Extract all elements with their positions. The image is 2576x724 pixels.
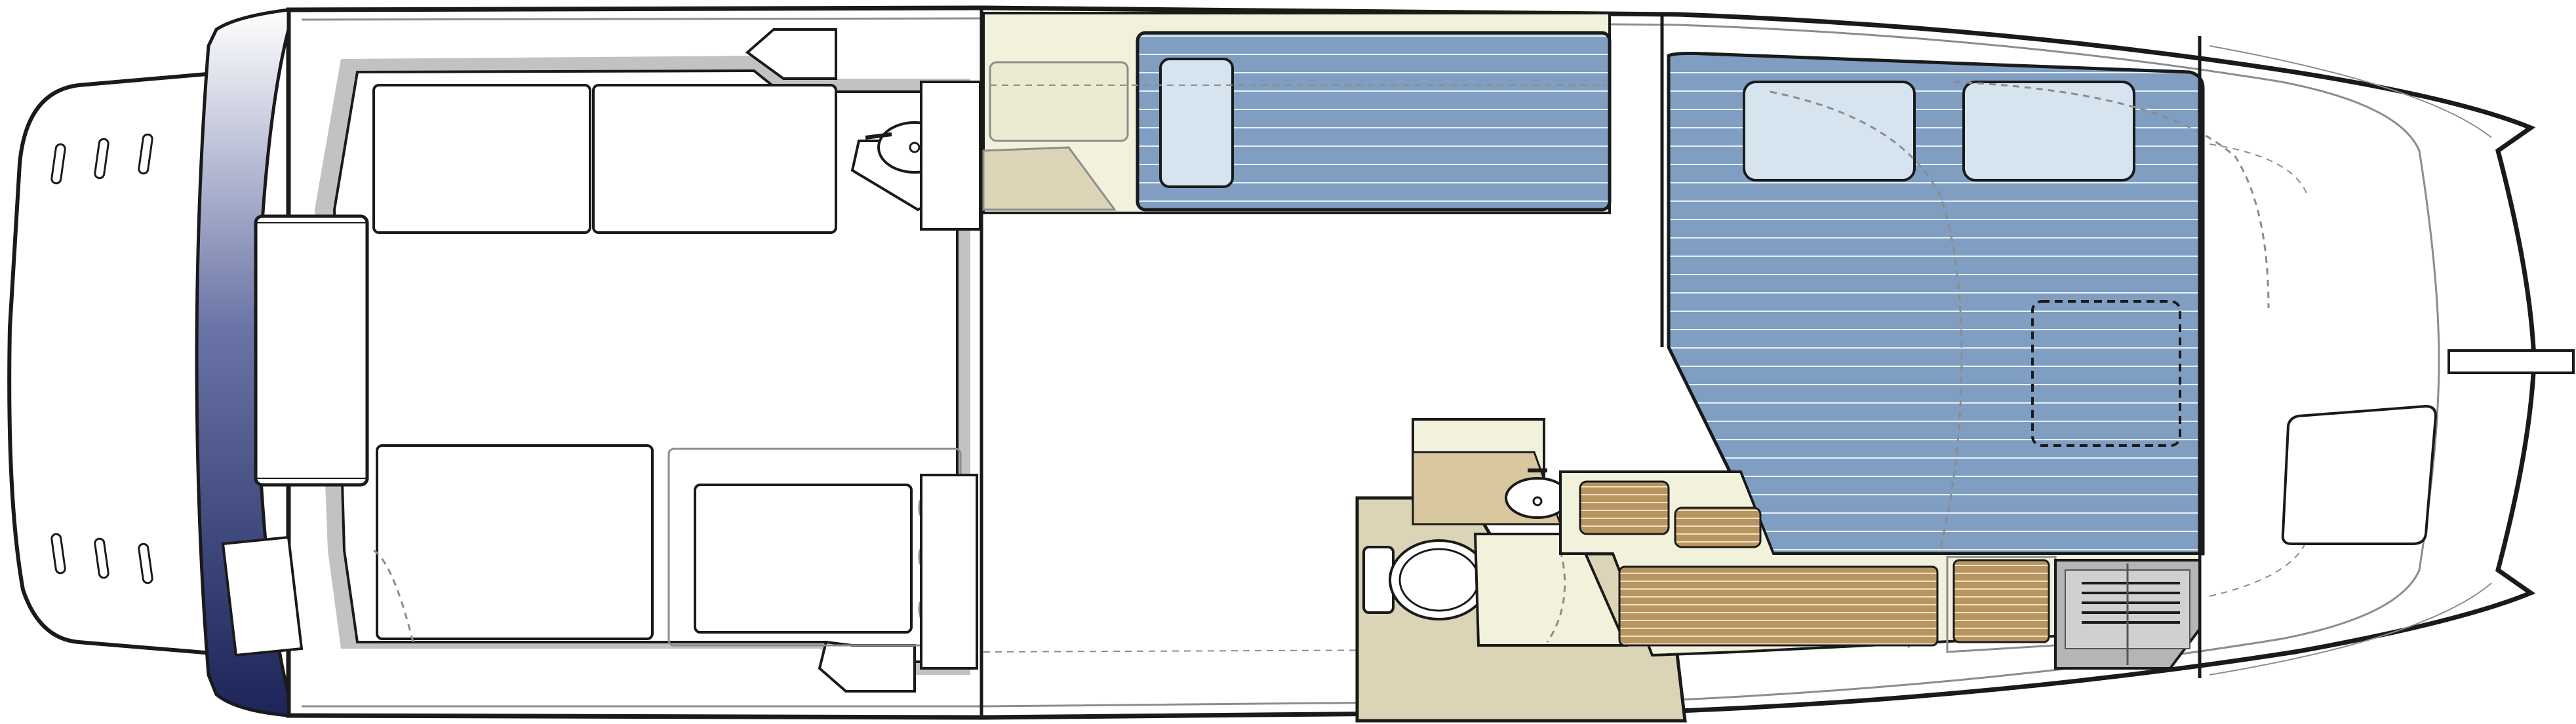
anchor-bowsprit — [2447, 349, 2575, 374]
engine-vent — [2054, 559, 2201, 670]
transom-gate — [254, 214, 369, 487]
galley — [1559, 470, 2201, 657]
bow-foredeck — [2209, 45, 2492, 676]
platform-drain-slots — [50, 133, 153, 584]
saloon-dinette — [1667, 51, 2270, 649]
bow-hatch — [2281, 404, 2438, 545]
stern-bathing-platform — [7, 69, 239, 658]
dinette-table — [2031, 300, 2181, 447]
forward-cabin-berth — [982, 12, 1612, 214]
aft-cabin-seating — [372, 84, 964, 647]
toilet — [1362, 539, 1490, 620]
aft-washbasin — [850, 81, 981, 670]
